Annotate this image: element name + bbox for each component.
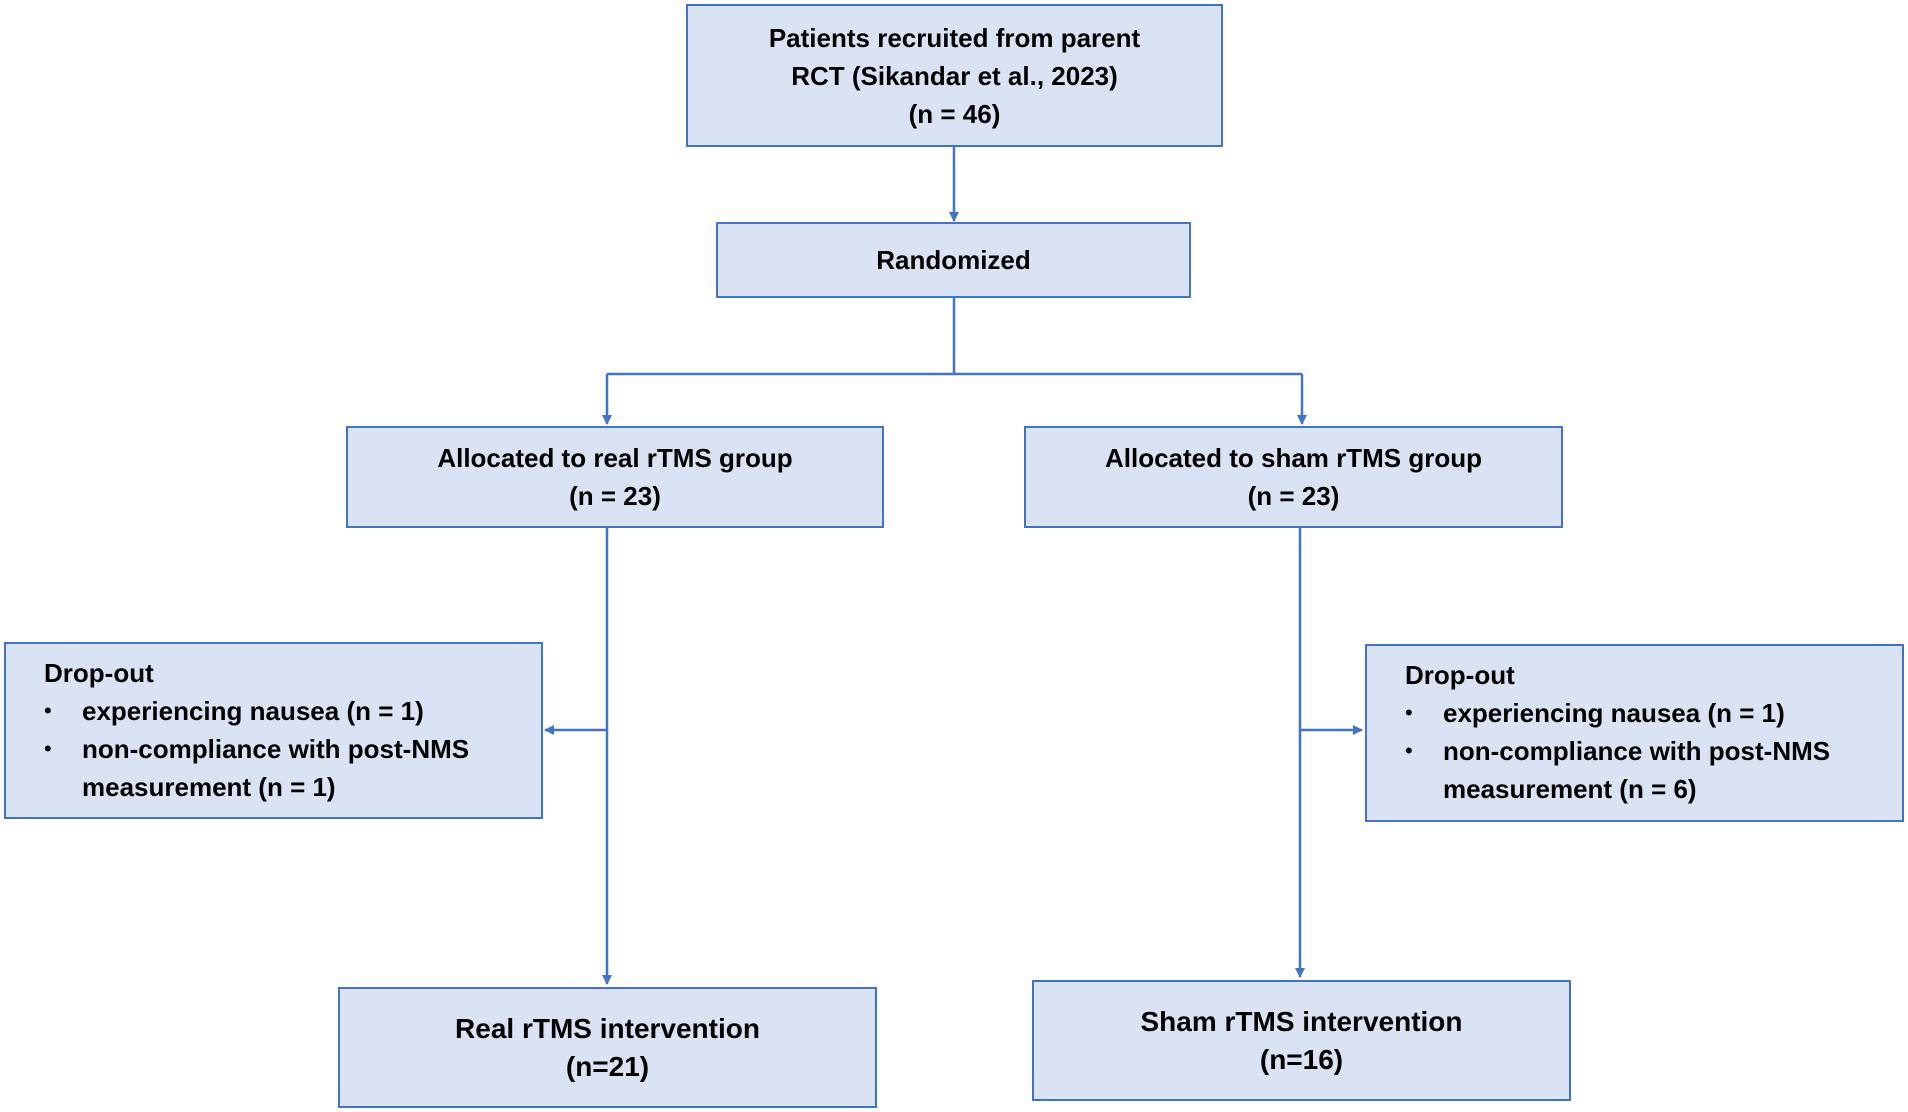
sham-intervention-box: Sham rTMS intervention (n=16): [1032, 980, 1571, 1101]
enrollment-line-1: Patients recruited from parent: [768, 22, 1141, 53]
real-intervention-label: Real rTMS intervention: [455, 1012, 760, 1044]
sham-dropout-item-1: experiencing nausea (n = 1): [1405, 694, 1902, 732]
sham-intervention-count: (n=16): [1259, 1043, 1344, 1075]
enrollment-line-2: RCT (Sikandar et al., 2023): [791, 60, 1118, 91]
sham-allocation-box: Allocated to sham rTMS group (n = 23): [1024, 426, 1563, 528]
enrollment-box: Patients recruited from parent RCT (Sika…: [686, 4, 1223, 147]
sham-dropout-box: Drop-out experiencing nausea (n = 1) non…: [1365, 644, 1904, 822]
real-dropout-box: Drop-out experiencing nausea (n = 1) non…: [4, 642, 543, 819]
randomized-box: Randomized: [716, 222, 1191, 298]
sham-allocation-count: (n = 23): [1247, 481, 1340, 511]
sham-dropout-title: Drop-out: [1405, 660, 1515, 690]
enrollment-count: (n = 46): [908, 98, 1001, 129]
real-allocation-count: (n = 23): [569, 481, 661, 511]
sham-dropout-item-2: non-compliance with post-NMS measurement…: [1405, 732, 1863, 808]
real-intervention-count: (n=21): [565, 1050, 650, 1082]
real-dropout-item-2: non-compliance with post-NMS measurement…: [44, 730, 502, 806]
real-dropout-item-1: experiencing nausea (n = 1): [44, 692, 541, 730]
sham-intervention-label: Sham rTMS intervention: [1140, 1005, 1463, 1037]
real-intervention-box: Real rTMS intervention (n=21): [338, 987, 877, 1108]
real-allocation-label: Allocated to real rTMS group: [437, 443, 793, 473]
sham-allocation-label: Allocated to sham rTMS group: [1104, 443, 1483, 473]
real-allocation-box: Allocated to real rTMS group (n = 23): [346, 426, 884, 528]
real-dropout-title: Drop-out: [44, 658, 154, 688]
randomized-label: Randomized: [876, 245, 1031, 275]
sham-dropout-list: experiencing nausea (n = 1) non-complian…: [1405, 694, 1902, 808]
real-dropout-list: experiencing nausea (n = 1) non-complian…: [44, 692, 541, 806]
